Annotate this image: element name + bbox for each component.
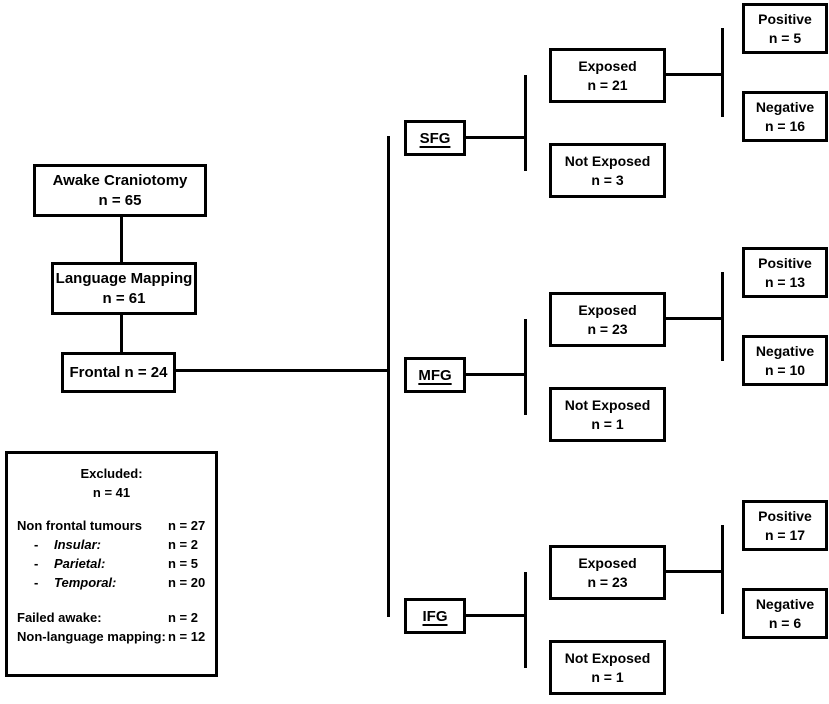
exposed-label: Exposed xyxy=(578,554,637,571)
excluded-row-label: Non frontal tumours xyxy=(17,518,142,533)
not-exposed-label: Not Exposed xyxy=(564,152,651,169)
exposed-count: n = 23 xyxy=(587,573,628,590)
trunk-line xyxy=(387,136,390,617)
excluded-row-failed-awake: Failed awake: n = 2 xyxy=(8,608,215,627)
connector-awake-language xyxy=(120,217,123,262)
excluded-row-temporal: - Temporal: n = 20 xyxy=(8,573,215,592)
sfg-not-exposed-box: Not Exposed n = 3 xyxy=(549,143,666,198)
bracket-mfg-exposure xyxy=(524,319,527,415)
bracket-ifg-exposure xyxy=(524,572,527,668)
excluded-row-value: n = 2 xyxy=(168,610,198,625)
not-exposed-count: n = 1 xyxy=(591,668,624,685)
ifg-box: IFG xyxy=(404,598,466,634)
dash-bullet: - xyxy=(34,575,39,590)
branch-sfg: SFG Exposed n = 21 Not Exposed n = 3 Pos… xyxy=(0,3,829,203)
excluded-row-value: n = 12 xyxy=(168,629,206,644)
exposed-count: n = 21 xyxy=(587,76,628,93)
positive-count: n = 13 xyxy=(764,273,806,290)
mfg-not-exposed-box: Not Exposed n = 1 xyxy=(549,387,666,442)
excluded-row-nonfrontal: Non frontal tumours n = 27 xyxy=(8,516,215,535)
excluded-row-value: n = 20 xyxy=(168,575,206,590)
excluded-row-value: n = 27 xyxy=(168,518,206,533)
excluded-row-label: Insular: xyxy=(54,537,101,552)
bracket-sfg-outcome xyxy=(721,28,724,117)
awake-craniotomy-count: n = 65 xyxy=(98,191,142,209)
sfg-positive-box: Positive n = 5 xyxy=(742,3,828,54)
exposed-count: n = 23 xyxy=(587,320,628,337)
excluded-count: n = 41 xyxy=(92,485,131,500)
excluded-row-insular: - Insular: n = 2 xyxy=(8,535,215,554)
awake-craniotomy-box: Awake Craniotomy n = 65 xyxy=(33,164,207,217)
negative-count: n = 16 xyxy=(764,117,806,134)
excluded-row-label: Temporal: xyxy=(54,575,117,590)
branch-mfg: MFG Exposed n = 23 Not Exposed n = 1 Pos… xyxy=(0,247,829,447)
frontal-label: Frontal n = 24 xyxy=(69,364,168,381)
sfg-exposed-box: Exposed n = 21 xyxy=(549,48,666,103)
language-mapping-count: n = 61 xyxy=(102,289,146,307)
dash-bullet: - xyxy=(34,537,39,552)
mfg-box: MFG xyxy=(404,357,466,393)
ifg-exposed-box: Exposed n = 23 xyxy=(549,545,666,600)
sfg-box: SFG xyxy=(404,120,466,156)
positive-label: Positive xyxy=(758,507,812,524)
excluded-row-value: n = 5 xyxy=(168,556,198,571)
excluded-box: Excluded: n = 41 Non frontal tumours n =… xyxy=(5,451,218,677)
ifg-not-exposed-box: Not Exposed n = 1 xyxy=(549,640,666,695)
positive-count: n = 5 xyxy=(768,29,802,46)
mfg-positive-box: Positive n = 13 xyxy=(742,247,828,298)
dash-bullet: - xyxy=(34,556,39,571)
negative-label: Negative xyxy=(755,595,815,612)
exposed-label: Exposed xyxy=(578,57,637,74)
excluded-row-value: n = 2 xyxy=(168,537,198,552)
bracket-sfg-exposure xyxy=(524,75,527,171)
negative-label: Negative xyxy=(755,98,815,115)
connector-mfg-exposed-bracket xyxy=(666,317,723,320)
sfg-label: SFG xyxy=(419,129,451,147)
mfg-negative-box: Negative n = 10 xyxy=(742,335,828,386)
ifg-positive-box: Positive n = 17 xyxy=(742,500,828,551)
excluded-row-parietal: - Parietal: n = 5 xyxy=(8,554,215,573)
language-mapping-label: Language Mapping xyxy=(55,269,193,287)
connector-frontal-trunk xyxy=(176,369,389,372)
negative-count: n = 6 xyxy=(768,614,802,631)
sfg-negative-box: Negative n = 16 xyxy=(742,91,828,142)
connector-sfg-exposed-bracket xyxy=(666,73,723,76)
language-mapping-box: Language Mapping n = 61 xyxy=(51,262,197,315)
negative-count: n = 10 xyxy=(764,361,806,378)
connector-ifg-exposed-bracket xyxy=(666,570,723,573)
connector-ifg-bracket xyxy=(466,614,526,617)
positive-label: Positive xyxy=(758,254,812,271)
mfg-exposed-box: Exposed n = 23 xyxy=(549,292,666,347)
excluded-row-label: Non-language mapping: xyxy=(17,629,166,644)
not-exposed-label: Not Exposed xyxy=(564,649,651,666)
not-exposed-count: n = 3 xyxy=(591,171,624,188)
connector-language-frontal xyxy=(120,315,123,352)
branch-ifg: IFG Exposed n = 23 Not Exposed n = 1 Pos… xyxy=(0,500,829,700)
positive-count: n = 17 xyxy=(764,526,806,543)
negative-label: Negative xyxy=(755,342,815,359)
ifg-label: IFG xyxy=(422,607,448,625)
excluded-row-nonlanguage: Non-language mapping: n = 12 xyxy=(8,627,215,646)
excluded-title: Excluded: xyxy=(80,466,143,481)
mfg-label: MFG xyxy=(418,366,452,384)
bracket-mfg-outcome xyxy=(721,272,724,361)
frontal-box: Frontal n = 24 xyxy=(61,352,176,393)
bracket-ifg-outcome xyxy=(721,525,724,614)
excluded-row-label: Parietal: xyxy=(54,556,106,571)
not-exposed-count: n = 1 xyxy=(591,415,624,432)
not-exposed-label: Not Exposed xyxy=(564,396,651,413)
excluded-row-label: Failed awake: xyxy=(17,610,102,625)
ifg-negative-box: Negative n = 6 xyxy=(742,588,828,639)
awake-craniotomy-label: Awake Craniotomy xyxy=(52,171,188,189)
connector-sfg-bracket xyxy=(466,136,526,139)
exposed-label: Exposed xyxy=(578,301,637,318)
connector-mfg-bracket xyxy=(466,373,526,376)
positive-label: Positive xyxy=(758,10,812,27)
